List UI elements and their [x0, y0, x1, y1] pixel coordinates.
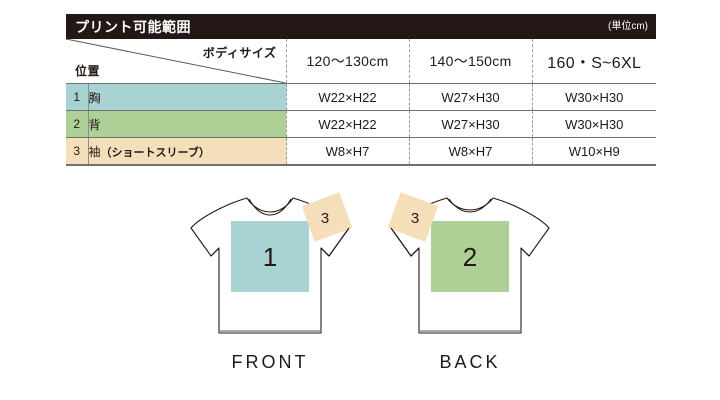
row-position-3-main: 袖	[88, 144, 101, 159]
sleeve-tag-front-number: 3	[321, 210, 329, 227]
table-header-row: ボディサイズ 位置 120〜130cm 140〜150cm 160・S~6XL	[66, 39, 656, 84]
row-position-3: 袖（ショートスリーブ）	[88, 137, 287, 165]
front-shirt-caption: FRONT	[231, 352, 309, 372]
column-header-size-3: 160・S~6XL	[532, 39, 656, 84]
back-shirt-svg: 2 3	[387, 192, 550, 334]
sleeve-overlay-back	[390, 227, 420, 257]
print-area-front	[231, 221, 309, 292]
sleeve-overlay-front	[320, 227, 350, 257]
row-position-3-sub: （ショートスリーブ）	[100, 146, 210, 159]
column-header-size-1: 120〜130cm	[286, 39, 410, 84]
sleeve-tag-front-square	[301, 192, 353, 242]
row-number-2: 2	[66, 110, 89, 138]
unit-note: (単位cm)	[608, 20, 648, 32]
collar-inner-icon	[248, 198, 292, 216]
row-position-1: 胸	[88, 83, 287, 111]
row-3-value-1: W8×H7	[286, 137, 410, 165]
table-row: 2 背 W22×H22 W27×H30 W30×H30	[66, 110, 656, 138]
sleeve-tag-front	[301, 192, 353, 242]
row-number-1: 1	[66, 83, 89, 111]
position-label: 位置	[75, 64, 101, 78]
row-1-value-3: W30×H30	[532, 83, 656, 111]
front-shirt-illustration: 1 3 FRONT	[185, 190, 355, 373]
front-shirt-svg: 1 3	[190, 192, 353, 334]
row-position-1-main: 胸	[88, 90, 101, 105]
back-shirt-caption: BACK	[439, 352, 501, 372]
table-row: 1 胸 W22×H22 W27×H30 W30×H30	[66, 83, 656, 111]
print-area-front-number: 1	[263, 242, 277, 272]
row-2-value-3: W30×H30	[532, 110, 656, 138]
page-title: プリント可能範囲	[75, 18, 191, 35]
print-area-spec-table: プリント可能範囲 (単位cm) ボディサイズ 位置 120〜130cm 140〜…	[66, 14, 656, 166]
sleeve-tag-back-number: 3	[411, 210, 419, 227]
row-position-2: 背	[88, 110, 287, 138]
row-3-value-2: W8×H7	[409, 137, 533, 165]
print-area-back-number: 2	[463, 242, 477, 272]
diagonal-divider-icon	[66, 39, 286, 83]
column-header-size-2: 140〜150cm	[409, 39, 533, 84]
row-position-2-main: 背	[88, 117, 101, 132]
sleeve-seam-left	[210, 247, 220, 257]
table-title-bar: プリント可能範囲 (単位cm)	[66, 14, 656, 39]
row-1-value-2: W27×H30	[409, 83, 533, 111]
table-row: 3 袖（ショートスリーブ） W8×H7 W8×H7 W10×H9	[66, 137, 656, 165]
back-shirt-illustration: 2 3 BACK	[385, 190, 555, 373]
row-3-value-3: W10×H9	[568, 143, 620, 159]
print-area-back	[431, 221, 509, 292]
row-2-value-1: W22×H22	[286, 110, 410, 138]
collar-inner-icon	[448, 198, 492, 213]
sleeve-tag-back-square	[387, 192, 439, 242]
header-corner-cell: ボディサイズ 位置	[66, 39, 287, 84]
body-size-label: ボディサイズ	[202, 46, 277, 60]
sleeve-seam-right	[520, 247, 530, 257]
row-2-value-2: W27×H30	[409, 110, 533, 138]
sleeve-tag-back	[387, 192, 439, 242]
row-1-value-1: W22×H22	[286, 83, 410, 111]
row-number-3: 3	[66, 137, 89, 165]
spec-table: ボディサイズ 位置 120〜130cm 140〜150cm 160・S~6XL …	[66, 39, 656, 166]
